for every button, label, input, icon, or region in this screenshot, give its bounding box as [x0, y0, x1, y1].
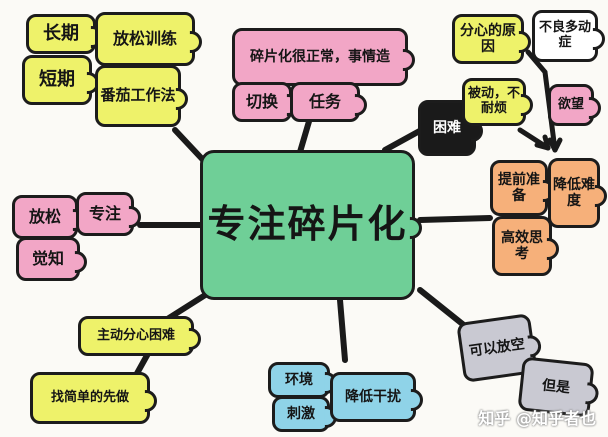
node-label-ciji: 刺激: [287, 405, 315, 422]
node-right-jiangdi: 降低难度: [548, 158, 600, 228]
node-label-danshi: 但是: [541, 377, 571, 397]
node-label-buliang-duodongzheng: 不良多动症: [538, 20, 591, 50]
node-label-zhuanzhu: 专注: [88, 203, 121, 223]
node-label-beidong-bunaifan: 被动，不耐烦: [467, 86, 520, 116]
node-top-middle-1: 碎片化很正常，事情造: [232, 28, 408, 86]
node-label-fenxin-yuanyin: 分心的原因: [460, 22, 516, 55]
center-piece: 专注碎片化: [200, 150, 415, 300]
node-top-left-2: 放松训练: [95, 12, 195, 66]
node-bottom-middle-huanjing: 环境: [268, 362, 330, 398]
node-label-jiangdi-ganrao: 降低干扰: [345, 388, 401, 405]
node-label-fanqie: 番茄工作法: [100, 86, 176, 105]
node-label-changqi: 长期: [43, 22, 79, 44]
node-label-gaoxiao-sikao: 高效思考: [501, 229, 543, 262]
node-label-juezhi: 觉知: [31, 248, 64, 268]
node-right-gaoxiao: 高效思考: [492, 216, 552, 276]
node-label-jiangdi-nandu: 降低难度: [553, 176, 595, 209]
node-label-huanjing: 环境: [285, 371, 313, 388]
node-top-right-yuwang: 欲望: [548, 84, 594, 126]
node-top-left-4: 番茄工作法: [95, 65, 181, 127]
node-left-fangsong: 放松: [12, 195, 78, 239]
node-label-zhao-jiandan: 找简单的先做: [50, 389, 129, 405]
node-top-right-fenxin: 分心的原因: [452, 14, 524, 64]
connector-top-middle: [297, 115, 313, 155]
node-bottom-middle-jiangdi: 降低干扰: [330, 372, 416, 422]
node-bottom-left-jiandan: 找简单的先做: [30, 372, 150, 424]
connector-top-left: [172, 127, 208, 165]
center-title: 专注碎片化: [207, 202, 408, 247]
node-bottom-middle-ciji: 刺激: [272, 396, 330, 432]
arrow-head-right: [534, 134, 551, 151]
node-label-fangsong-xunlian: 放松训练: [112, 28, 177, 48]
watermark: 知乎 @知乎者也: [478, 409, 596, 428]
connector-bottom-middle: [337, 297, 348, 363]
node-label-keyi-fangkong: 可以放空: [468, 336, 526, 360]
node-label-kunnan: 困难: [433, 119, 461, 136]
node-label-duanqi: 短期: [39, 68, 75, 90]
node-top-right-buliang: 不良多动症: [532, 10, 598, 62]
arrow-head-down: [547, 137, 563, 153]
node-label-fangsong: 放松: [28, 206, 61, 226]
node-top-left-3: 短期: [22, 55, 92, 105]
node-left-zhuanzhu: 专注: [76, 192, 134, 236]
node-label-renwu: 任务: [308, 91, 341, 111]
node-label-yuwang: 欲望: [557, 96, 584, 112]
node-label-suipian-zhengchang: 碎片化很正常，事情造: [250, 48, 390, 65]
node-top-left-1: 长期: [26, 14, 96, 54]
node-label-qiehuan: 切换: [245, 91, 278, 111]
node-bottom-left-zhudong: 主动分心困难: [78, 316, 194, 356]
node-top-right-beidong: 被动，不耐烦: [462, 78, 526, 126]
node-left-juezhi: 觉知: [16, 237, 80, 281]
node-label-tiqian-zhunbei: 提前准备: [498, 171, 540, 204]
node-top-middle-3: 任务: [290, 82, 360, 122]
node-top-middle-2: 切换: [232, 82, 292, 122]
node-label-zhudong-fenxin: 主动分心困难: [96, 327, 175, 343]
connector-right: [417, 215, 493, 223]
node-right-tiqian: 提前准备: [490, 160, 548, 216]
